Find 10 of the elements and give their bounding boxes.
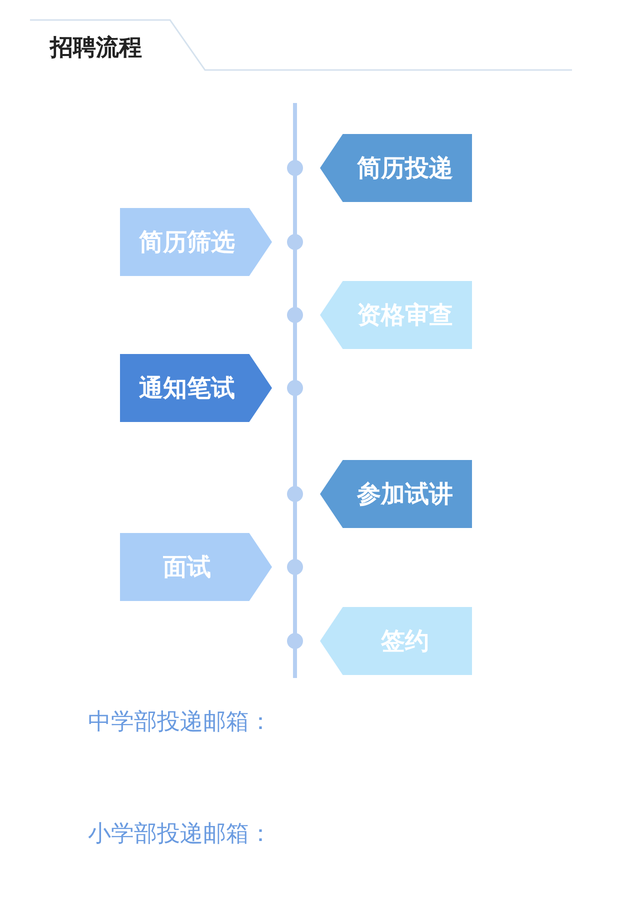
step-tag: 参加试讲: [320, 460, 472, 528]
step-tag: 资格审查: [320, 281, 472, 349]
mailbox-label: 小学部投递邮箱：: [88, 820, 272, 849]
step-tag: 签约: [320, 607, 472, 675]
section-title: 招聘流程: [50, 34, 142, 63]
step-tag: 简历筛选: [120, 208, 272, 276]
mailbox-label: 中学部投递邮箱：: [88, 708, 272, 737]
step-tag: 面试: [120, 533, 272, 601]
step-tag: 简历投递: [320, 134, 472, 202]
step-tag: 通知笔试: [120, 354, 272, 422]
